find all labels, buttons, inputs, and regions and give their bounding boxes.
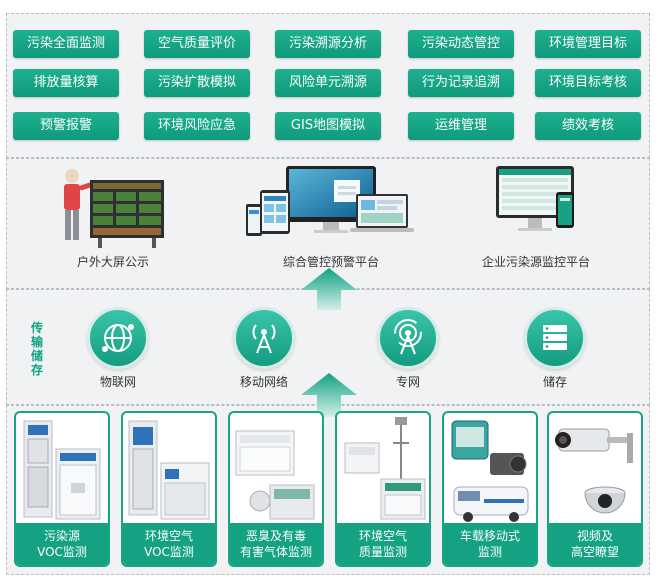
function-button[interactable]: 排放量核算 [13, 69, 119, 97]
device-label: 车载移动式 监测 [444, 523, 536, 565]
video-camera-illustration [555, 428, 633, 514]
outdoor-screen-illustration [64, 169, 164, 248]
device-label-line2: 质量监测 [358, 545, 407, 559]
integrated-platform-illustration [246, 166, 414, 236]
device-card-ambient-voc[interactable]: 环境空气 VOC监测 [121, 411, 217, 567]
enterprise-platform-illustration [496, 166, 574, 231]
function-button[interactable]: 预警报警 [13, 112, 119, 140]
device-label-line2: 高空瞭望 [570, 545, 619, 559]
device-label: 环境空气 VOC监测 [123, 523, 215, 565]
transport-label-private: 专网 [395, 375, 420, 389]
function-button[interactable]: 运维管理 [408, 112, 514, 140]
function-button[interactable]: 绩效考核 [535, 112, 641, 140]
function-button[interactable]: 风险单元溯源 [275, 69, 381, 97]
private-network-icon [377, 307, 439, 369]
device-card-pollution-voc[interactable]: 污染源 VOC监测 [14, 411, 110, 567]
device-label-line1: 污染源 [43, 529, 80, 543]
up-arrow-icon [301, 268, 357, 310]
iot-icon [87, 307, 149, 369]
function-button[interactable]: GIS地图模拟 [275, 112, 381, 140]
device-label-line2: 监测 [477, 545, 502, 559]
device-label-line1: 环境空气 [358, 529, 407, 543]
device-card-vehicle-mobile[interactable]: 车载移动式 监测 [442, 411, 538, 567]
function-button[interactable]: 环境目标考核 [535, 69, 641, 97]
air-quality-station-illustration [344, 417, 426, 520]
storage-icon [524, 307, 586, 369]
monitoring-devices-panel [6, 405, 650, 575]
platform-label-enterprise: 企业污染源监控平台 [481, 255, 590, 269]
device-label-line1: 恶臭及有毒 [245, 529, 306, 543]
ambient-voc-cabinet-illustration [128, 420, 210, 520]
device-card-air-quality[interactable]: 环境空气 质量监测 [335, 411, 431, 567]
transport-label-storage: 储存 [542, 375, 567, 389]
device-label: 环境空气 质量监测 [337, 523, 429, 565]
function-button[interactable]: 环境风险应急 [144, 112, 250, 140]
function-button[interactable]: 污染全面监测 [13, 30, 119, 58]
device-label-line2: VOC监测 [144, 545, 194, 559]
device-label: 污染源 VOC监测 [16, 523, 108, 565]
device-label-line1: 视频及 [576, 529, 613, 543]
platform-label-integrated: 综合管控预警平台 [282, 255, 379, 269]
device-label-line1: 环境空气 [144, 529, 193, 543]
platform-label-outdoor: 户外大屏公示 [76, 255, 149, 269]
transport-label-mobile: 移动网络 [239, 375, 288, 389]
function-button[interactable]: 行为记录追溯 [408, 69, 514, 97]
up-arrow-icon [301, 373, 357, 417]
mobile-network-icon [233, 307, 295, 369]
odor-gas-monitor-illustration [235, 430, 315, 520]
function-button[interactable]: 污染扩散模拟 [144, 69, 250, 97]
transport-label-iot: 物联网 [99, 375, 136, 389]
device-label: 恶臭及有毒 有害气体监测 [230, 523, 322, 565]
device-label: 视频及 高空瞭望 [549, 523, 641, 565]
function-button[interactable]: 环境管理目标 [535, 30, 641, 58]
device-card-odor-gas[interactable]: 恶臭及有毒 有害气体监测 [228, 411, 324, 567]
device-label-line2: 有害气体监测 [239, 545, 312, 559]
transport-section-label: 传输储存 [30, 321, 43, 377]
function-button[interactable]: 空气质量评价 [144, 30, 250, 58]
device-label-line1: 车载移动式 [459, 529, 520, 543]
function-button[interactable]: 污染溯源分析 [275, 30, 381, 58]
device-label-line2: VOC监测 [37, 545, 87, 559]
device-card-video-lookout[interactable]: 视频及 高空瞭望 [547, 411, 643, 567]
vehicle-mobile-monitor-illustration [451, 420, 529, 522]
pollution-voc-cabinet-illustration [23, 420, 101, 520]
function-button[interactable]: 污染动态管控 [408, 30, 514, 58]
